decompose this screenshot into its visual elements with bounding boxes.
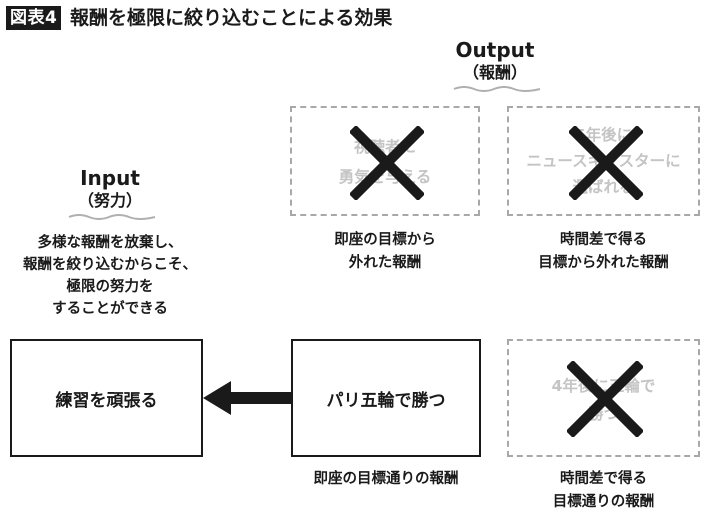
effort-box: 練習を頑張る	[10, 339, 203, 457]
cross-mark-icon	[567, 361, 643, 437]
caption-line: 時間差で得る	[560, 232, 647, 248]
rejected-caption-2: 時間差で得る 目標から外れた報酬	[500, 229, 707, 275]
cross-mark-icon	[350, 126, 424, 200]
caption-line: 目標から外れた報酬	[538, 255, 669, 271]
figure-label: 図表4	[6, 6, 62, 30]
output-subheading: （報酬）	[462, 63, 527, 82]
input-underline-squiggle	[68, 214, 156, 220]
input-heading: Input	[80, 166, 140, 190]
goal-caption: 即座の目標通りの報酬	[313, 471, 459, 487]
rejected-reward-box-2: 5年後に ニュースキャスターに 選ばれる	[507, 106, 700, 216]
input-description-line: 極限の努力を	[66, 279, 154, 295]
caption-line: 時間差で得る	[560, 471, 647, 487]
goal-box: パリ五輪で勝つ	[291, 339, 481, 457]
output-underline-squiggle	[453, 86, 541, 92]
input-description: 多様な報酬を放棄し、 報酬を絞り込むからこそ、 極限の努力を することができる	[0, 232, 220, 320]
rejected-reward-box-1: 視聴者に 勇気を与える	[290, 106, 480, 216]
rejected-caption-3: 時間差で得る 目標通りの報酬	[500, 468, 707, 514]
caption-line: 目標通りの報酬	[552, 494, 655, 510]
figure-title: 報酬を極限に絞り込むことによる効果	[70, 7, 393, 29]
cross-mark-icon	[569, 126, 643, 200]
left-arrow-icon	[203, 381, 291, 415]
input-description-line: 報酬を絞り込むからこそ、	[23, 257, 197, 273]
caption-line: 即座の目標から	[334, 232, 436, 248]
input-description-line: することができる	[52, 301, 168, 317]
output-heading-group: Output （報酬）	[430, 38, 560, 92]
input-heading-group: Input （努力）	[45, 166, 175, 220]
output-heading: Output	[455, 38, 535, 62]
input-description-line: 多様な報酬を放棄し、	[37, 235, 183, 251]
rejected-caption-1: 即座の目標から 外れた報酬	[290, 229, 480, 275]
input-subheading: （努力）	[77, 191, 142, 210]
rejected-reward-box-3: 4年後に五輪で 勝つ	[507, 339, 700, 457]
caption-line: 外れた報酬	[348, 255, 422, 271]
